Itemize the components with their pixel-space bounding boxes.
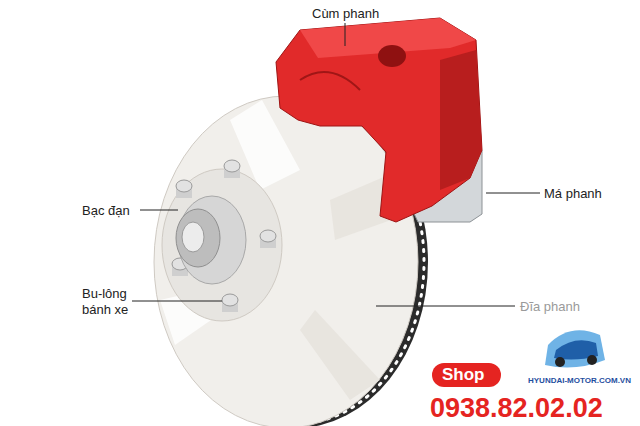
part-label: Đĩa phanh <box>520 299 580 315</box>
bearing-center <box>182 222 204 252</box>
disc-hat <box>162 169 282 321</box>
brake-disc <box>154 96 418 426</box>
brake-caliper <box>276 18 482 222</box>
caliper-side <box>440 50 482 190</box>
wheel-bolts <box>172 160 276 312</box>
caliper-detail <box>300 72 360 90</box>
badge-text: Shop <box>442 365 491 385</box>
caliper-window <box>378 45 406 67</box>
bearing <box>176 209 220 267</box>
part-label: Bạc đạn <box>82 203 130 219</box>
part-label: Cùm phanh <box>312 6 379 22</box>
logo-icon <box>545 330 605 367</box>
watermark: HYUNDAI-MOTOR.COM.VN <box>528 376 631 386</box>
disc-shade <box>300 310 380 400</box>
part-label: Bu-lông bánh xe <box>82 286 142 317</box>
shop-badge: Shop <box>432 363 501 387</box>
phone-number: 0938.82.02.02 <box>430 392 603 424</box>
leader-lines <box>132 23 540 306</box>
part-label: Má phanh <box>544 186 602 202</box>
